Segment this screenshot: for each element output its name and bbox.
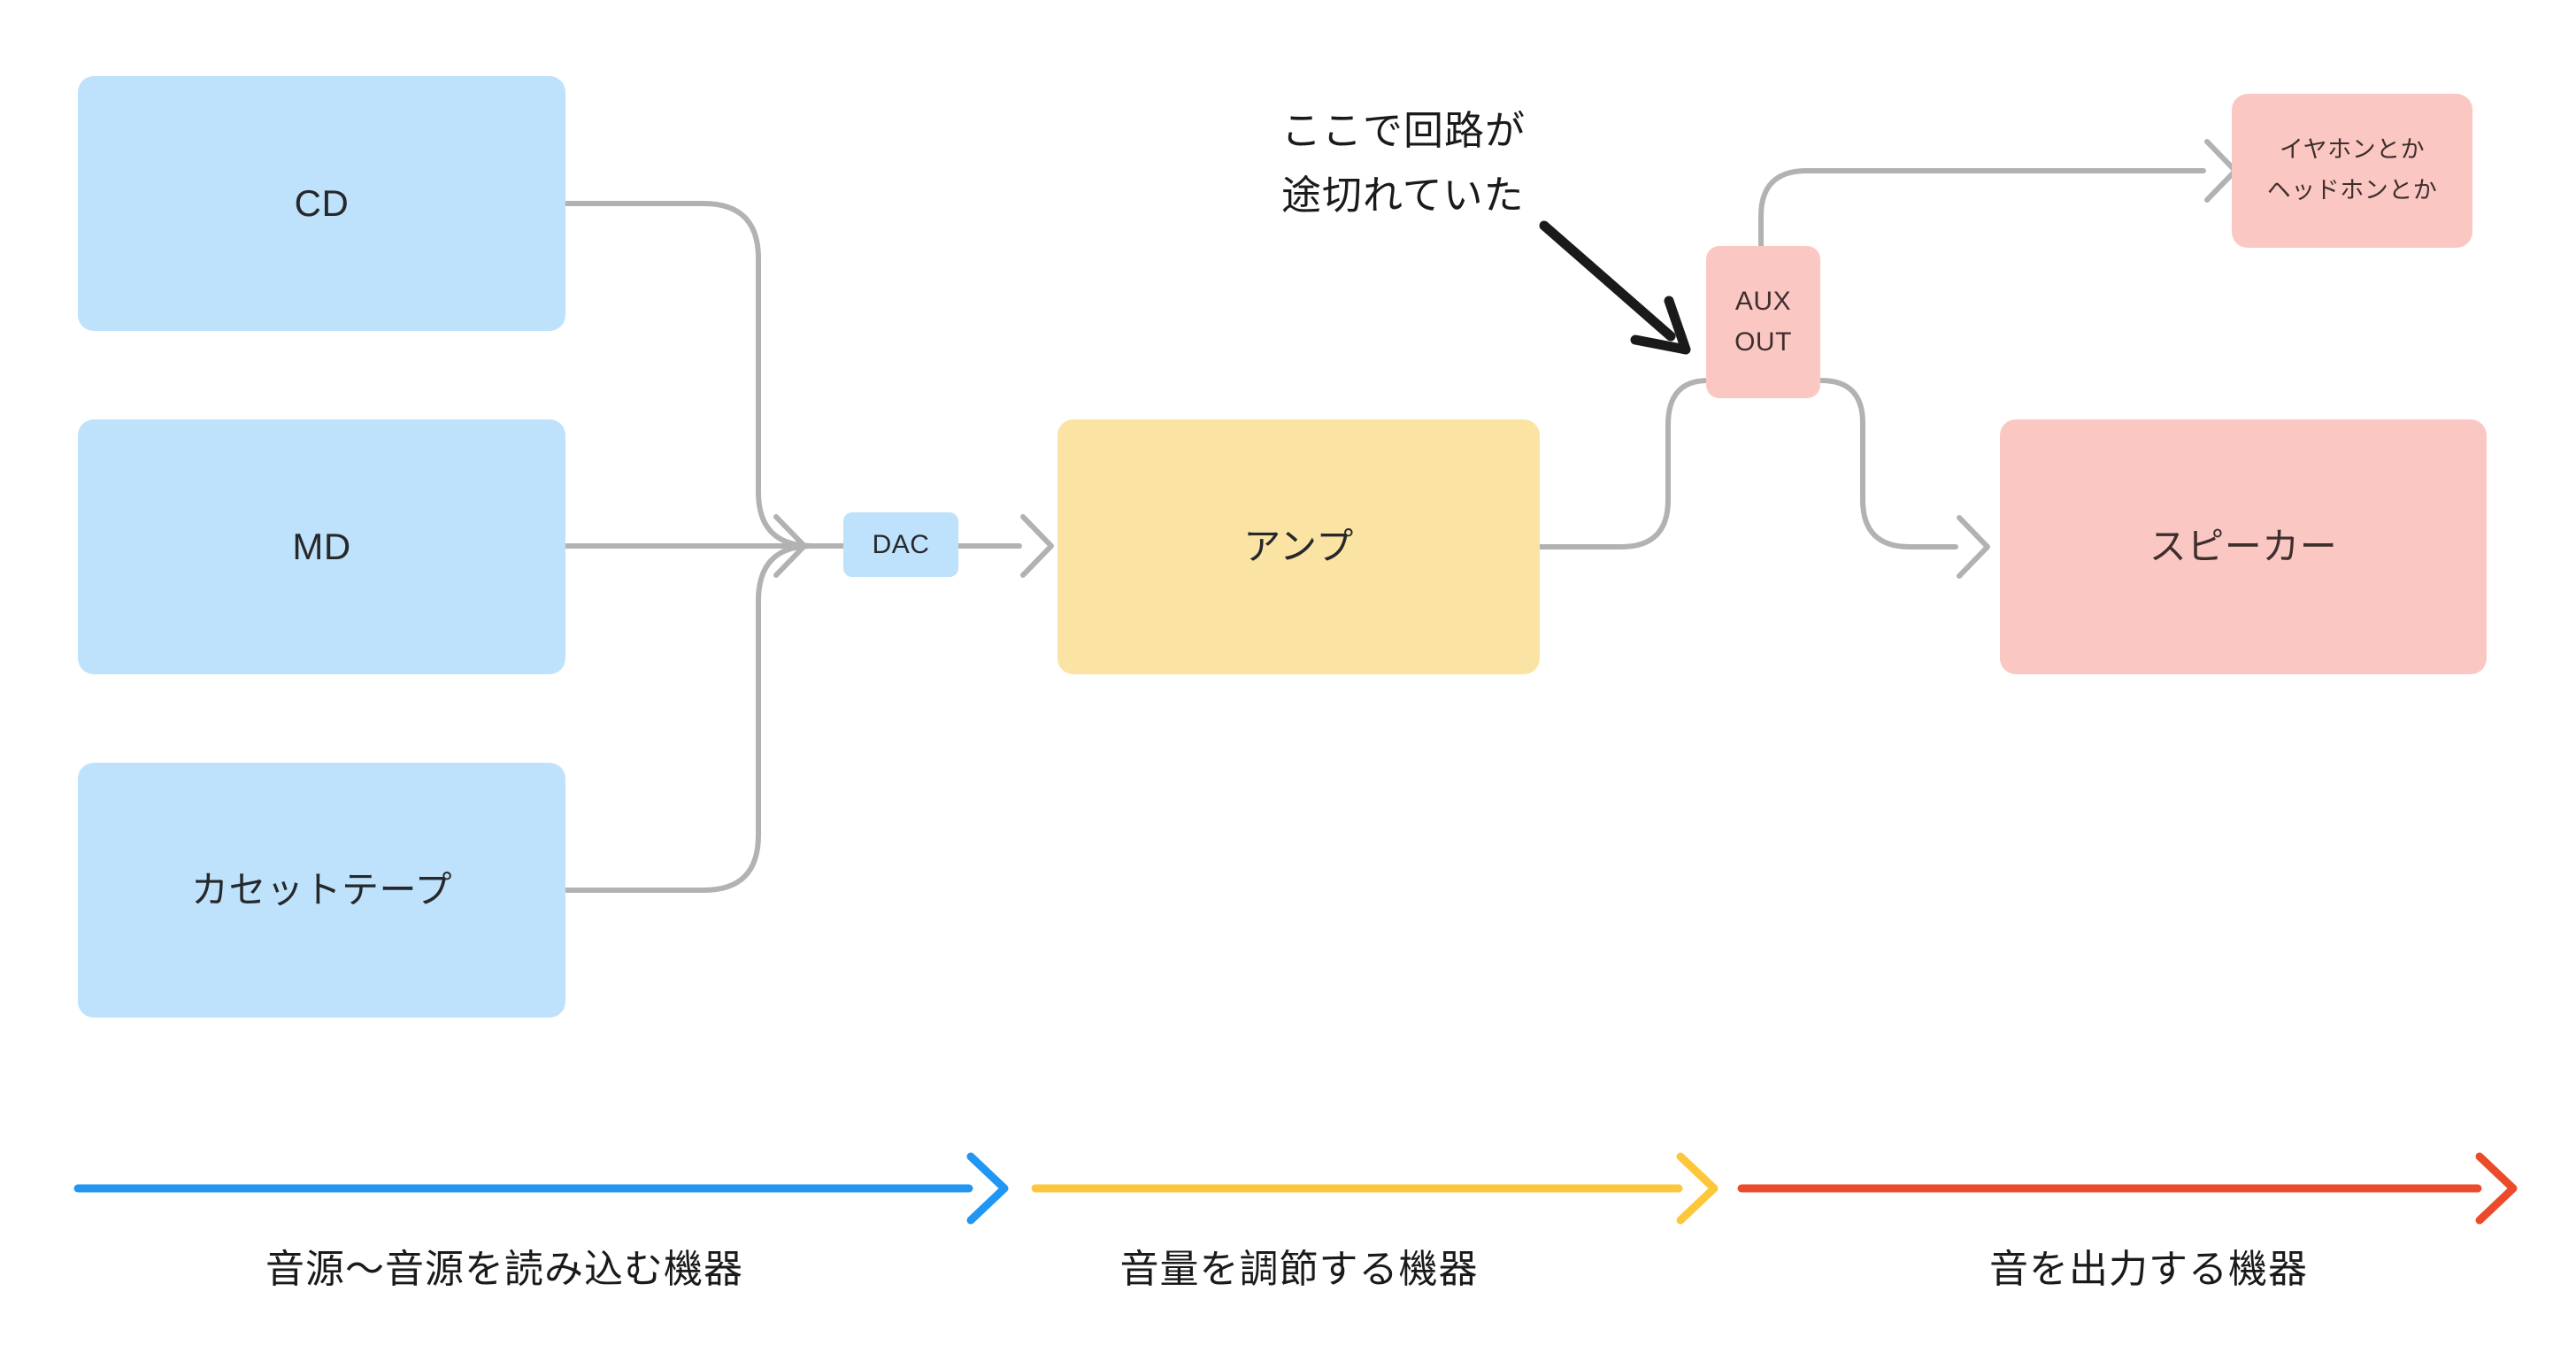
md-label: MD <box>292 525 351 567</box>
dac-box: DAC <box>843 512 958 577</box>
dac-label: DAC <box>872 530 930 559</box>
stage2-label: 音量を調節する機器 <box>1119 1248 1479 1291</box>
cd-box: CD <box>78 76 565 331</box>
amp-box: アンプ <box>1057 419 1540 674</box>
cassette-tape-box: カセットテープ <box>78 763 565 1018</box>
annotation-arrow <box>1539 220 1691 355</box>
headphones-box: イヤホンとか ヘッドホンとか <box>2232 94 2472 248</box>
stage2-arrow <box>1031 1152 1719 1225</box>
stage1-arrow <box>73 1152 1009 1225</box>
connector-cd-to-junction <box>560 201 815 549</box>
amp-label: アンプ <box>1243 525 1354 567</box>
aux-out-label-line2: OUT <box>1734 327 1792 357</box>
speaker-in-arrowhead-icon <box>1957 515 1990 579</box>
cassette-tape-label: カセットテープ <box>191 868 452 911</box>
amp-in-arrowhead-icon <box>1020 514 1054 578</box>
annotation-text-line2: 途切れていた <box>1281 172 1525 218</box>
annotation-arrowhead-icon <box>1630 296 1691 355</box>
stage3-label: 音を出力する機器 <box>1989 1248 2308 1291</box>
stage3-arrowhead-icon <box>2475 1152 2518 1225</box>
connector-aux-to-headphones <box>1758 168 2206 257</box>
md-box: MD <box>78 419 565 674</box>
connector-cassette-to-junction <box>560 543 815 893</box>
annotation-arrow-shaft <box>1539 220 1676 342</box>
headphones-label-line1: イヤホンとか <box>2279 136 2426 164</box>
speaker-box: スピーカー <box>2000 419 2487 674</box>
connector-amp-to-aux <box>1537 378 1711 550</box>
headphones-label-line2: ヘッドホンとか <box>2266 177 2438 204</box>
speaker-label: スピーカー <box>2149 525 2338 567</box>
stage3-arrow <box>1737 1152 2518 1225</box>
connector-aux-to-speaker <box>1819 378 1958 550</box>
annotation-text: ここで回路が 途切れていた <box>1281 99 1526 228</box>
aux-out-box: AUX OUT <box>1706 246 1820 398</box>
cd-label: CD <box>294 181 350 224</box>
annotation-text-line1: ここで回路が <box>1281 108 1526 153</box>
stage1-label: 音源〜音源を読み込む機器 <box>265 1248 743 1291</box>
stage2-arrowhead-icon <box>1676 1152 1719 1225</box>
aux-out-label-line1: AUX <box>1734 286 1792 316</box>
stage1-arrowhead-icon <box>966 1152 1009 1225</box>
